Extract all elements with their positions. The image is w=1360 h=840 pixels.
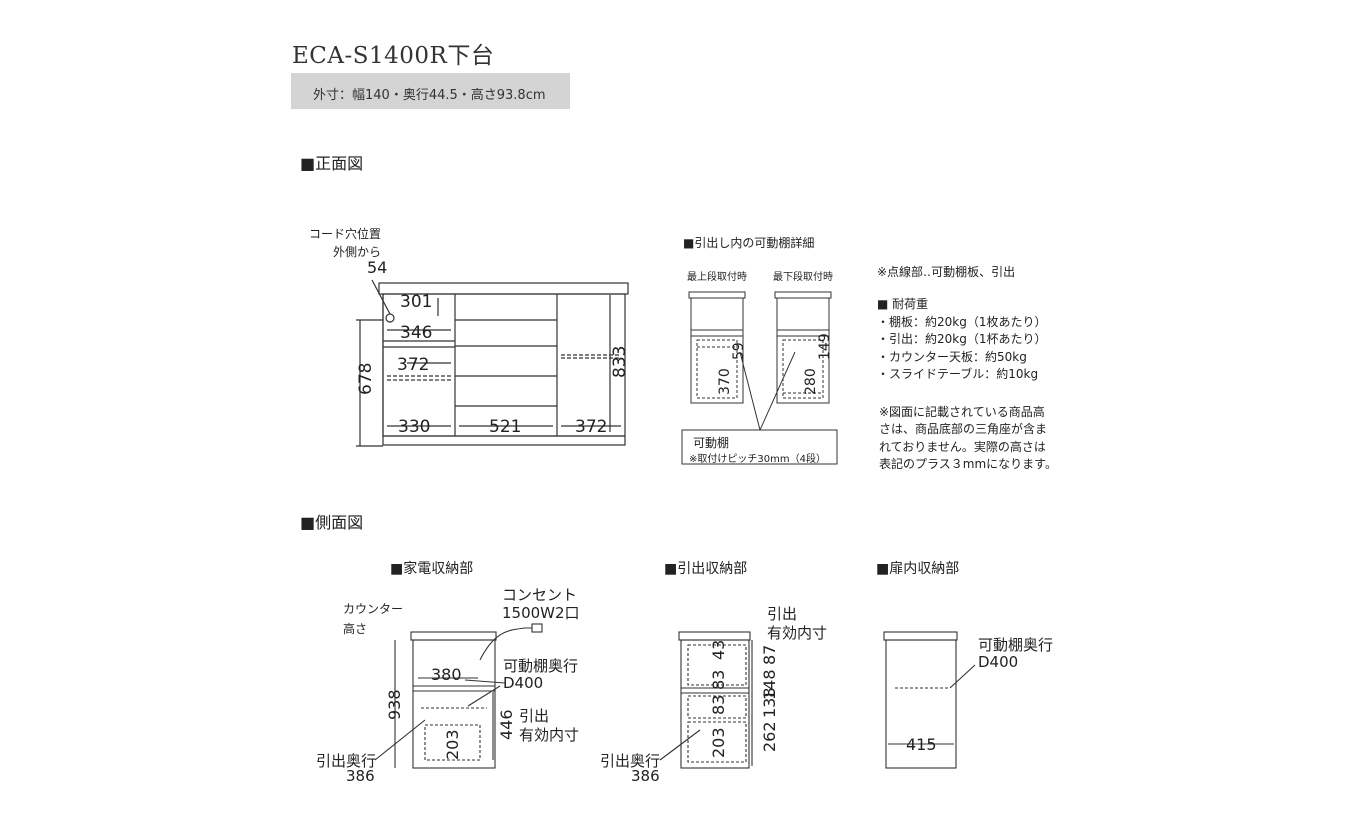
side-view-drawer — [659, 631, 753, 769]
drawer-dim-138: 138 — [760, 687, 779, 718]
front-dim-346: 346 — [400, 323, 432, 343]
side-dim-203: 203 — [443, 729, 462, 760]
height-note-line: ※図面に記載されている商品高 — [879, 405, 1045, 419]
drawer-dim-83b: 83 — [709, 695, 728, 715]
door-heading: ■扉内収納部 — [876, 561, 960, 577]
side-view-door — [883, 631, 976, 769]
load-item: ・棚板：約20kg（1枚あたり） — [877, 315, 1047, 329]
front-dim-833: 833 — [610, 346, 630, 378]
cord-hole-label: コード穴位置 — [309, 227, 382, 241]
side-view-heading: ■側面図 — [300, 513, 364, 532]
detail-heading: ■引出し内の可動棚詳細 — [683, 236, 815, 250]
front-dashed-shelves — [387, 354, 621, 381]
drawer-dim-203: 203 — [709, 727, 728, 758]
drawer-unit-label2: 有効内寸 — [767, 624, 828, 642]
drawer-heading: ■引出収納部 — [664, 561, 748, 577]
appliance-drawer-label: 引出 — [519, 707, 550, 725]
outlet-label2: 1500W2口 — [502, 604, 580, 622]
front-dim-372b: 372 — [575, 417, 607, 437]
appliance-drawer-label2: 有効内寸 — [519, 726, 580, 744]
drawer-depth-label: 引出奥行 — [600, 752, 661, 770]
detail-dim-280: 280 — [803, 368, 819, 395]
drawer-dim-262: 262 — [760, 721, 779, 752]
appliance-shelf-value: D400 — [503, 674, 544, 692]
detail-dim-149: 149 — [817, 333, 833, 360]
detail-drawings — [681, 291, 838, 465]
height-note-line: さは、商品底部の三角座が含ま — [879, 422, 1048, 436]
height-note-line: 表記のプラス３mmになります。 — [879, 457, 1057, 471]
appliance-drawer-depth-value: 386 — [346, 767, 375, 785]
drawer-depth-value: 386 — [631, 767, 660, 785]
drawer-dim-148: 148 — [760, 669, 779, 700]
side-dim-938: 938 — [385, 689, 404, 720]
appliance-shelf-label: 可動棚奥行 — [503, 657, 579, 675]
cord-hole-value: 54 — [367, 258, 388, 277]
cord-hole-sublabel: 外側から — [333, 245, 382, 259]
load-heading: ■ 耐荷重 — [877, 297, 929, 311]
drawer-dim-43: 43 — [709, 640, 728, 660]
door-shelf-value: D400 — [978, 653, 1019, 671]
front-dim-372: 372 — [397, 355, 429, 375]
detail-dim-59: 59 — [731, 342, 747, 360]
load-item: ・カウンター天板：約50kg — [877, 350, 1027, 364]
drawer-unit-label: 引出 — [767, 605, 798, 623]
front-view-cabinet — [378, 282, 629, 446]
front-dim-521: 521 — [489, 417, 521, 437]
load-item: ・引出：約20kg（1杯あたり） — [877, 332, 1047, 346]
outlet-label: コンセント — [502, 586, 578, 604]
front-dim-330: 330 — [398, 417, 430, 437]
callout-title: 可動棚 — [693, 436, 730, 450]
front-dim-678: 678 — [356, 363, 376, 395]
side-dim-446: 446 — [497, 709, 516, 740]
page-title: ECA-S1400R下台 — [292, 43, 495, 69]
side-view-appliance — [374, 623, 543, 769]
detail-bottom-label: 最下段取付時 — [773, 272, 833, 283]
callout-sub: ※取付けピッチ30mm（4段） — [689, 454, 826, 465]
appliance-drawer-depth-label: 引出奥行 — [316, 752, 377, 770]
door-dim-415: 415 — [906, 735, 937, 754]
side-dim-380: 380 — [431, 665, 462, 684]
counter-label: カウンター — [343, 602, 404, 616]
front-view-heading: ■正面図 — [300, 154, 364, 173]
height-note-line: れておりません。実際の高さは — [879, 440, 1046, 454]
dimensions-banner — [291, 73, 570, 109]
front-dim-301: 301 — [400, 292, 432, 312]
drawer-dim-83a: 83 — [709, 670, 728, 690]
drawer-dim-87: 87 — [760, 645, 779, 665]
dotted-note: ※点線部‥可動棚板、引出 — [877, 265, 1016, 279]
appliance-heading: ■家電収納部 — [390, 561, 474, 577]
detail-dim-370: 370 — [717, 368, 733, 395]
door-shelf-label: 可動棚奥行 — [978, 636, 1054, 654]
counter-label2: 高さ — [343, 622, 368, 636]
dimensions-text: 外寸：幅140・奥行44.5・高さ93.8cm — [313, 88, 546, 103]
detail-top-label: 最上段取付時 — [687, 272, 747, 283]
front-dimension-lines — [356, 279, 621, 447]
load-item: ・スライドテーブル：約10kg — [877, 367, 1039, 381]
